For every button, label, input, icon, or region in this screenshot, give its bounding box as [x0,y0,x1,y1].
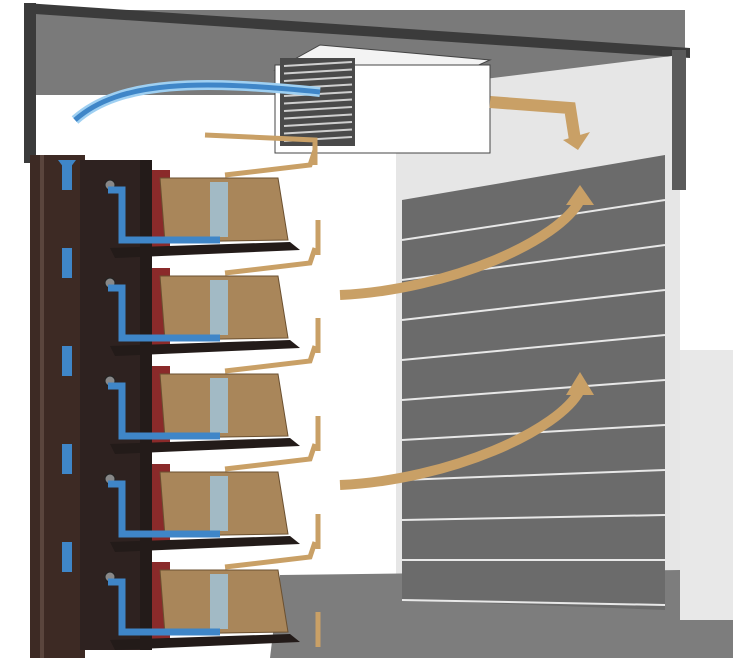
warm-air-arrow [224,345,318,374]
grille-vane [283,121,353,127]
airflow-arrows [58,80,594,490]
warm-air-exhaust-arrow [489,96,581,141]
cold-air-arrow [108,186,220,244]
grille-vane [283,106,353,112]
shelf-tier [62,149,321,258]
shelf-board [110,634,300,650]
cold-air-inlet [62,346,72,376]
warm-air-arrow [224,443,318,472]
shelf-post [140,356,152,454]
door-slat [401,289,666,321]
warm-air-intake-arrow [204,132,318,165]
cold-air-column [210,574,228,629]
cold-air-arrow [108,578,220,636]
cold-air-arrow [108,480,220,538]
right-frame-post [672,50,686,190]
cold-air-column [210,182,228,237]
grille-vane [283,61,353,67]
ac-unit [273,44,492,154]
shelf-tier [62,541,321,650]
left-frame-post [24,3,36,163]
warm-air-exhaust-arrowhead [563,132,590,150]
shelf-post [140,454,152,552]
grille-vane [283,128,353,135]
left-wall [30,155,85,658]
shelf-tier [62,443,321,552]
door-slat [401,334,666,361]
shelf-board [110,438,300,454]
shelf-board [110,340,300,356]
warm-air-arrow [224,247,318,276]
shelf-board [110,536,300,552]
grille-vane [283,68,353,75]
cold-air-inlet [62,160,72,190]
cold-air-column [210,280,228,335]
grille-vane [283,113,353,120]
grille-vane [283,98,353,105]
shelf-tier [62,247,321,356]
shelf-post [140,552,152,650]
warm-air-arrow-lower [339,387,585,490]
door-slat [401,599,666,606]
shelf-board [110,242,300,258]
left-wall-edge [40,155,44,658]
shelf-post [140,160,152,258]
shelf-tiers [62,149,321,650]
warm-air-arrow-upper [339,197,585,300]
cold-air-inlet [62,444,72,474]
top-frame-beam [25,3,690,58]
door-slat [401,469,666,481]
door-slats [401,199,666,606]
door-slat [401,199,666,241]
warm-air-arrow [224,541,318,570]
cold-air-column [210,378,228,433]
cold-air-inlet [62,542,72,572]
cold-air-arrow [108,382,220,440]
warm-air-arrowhead-upper [566,185,594,205]
cold-air-return-arrow-core [73,82,321,122]
shelf-tier [62,345,321,454]
door-slat [401,379,666,401]
cold-air-arrow [108,284,220,342]
grille-vane [283,76,353,82]
shelf-post [140,258,152,356]
cold-air-arrowhead [58,160,76,172]
door-slat [401,514,666,521]
cold-air-inlet [62,248,72,278]
cold-air-column [210,476,228,531]
warm-air-arrowhead-lower [566,372,594,395]
outside-ground [680,350,733,620]
